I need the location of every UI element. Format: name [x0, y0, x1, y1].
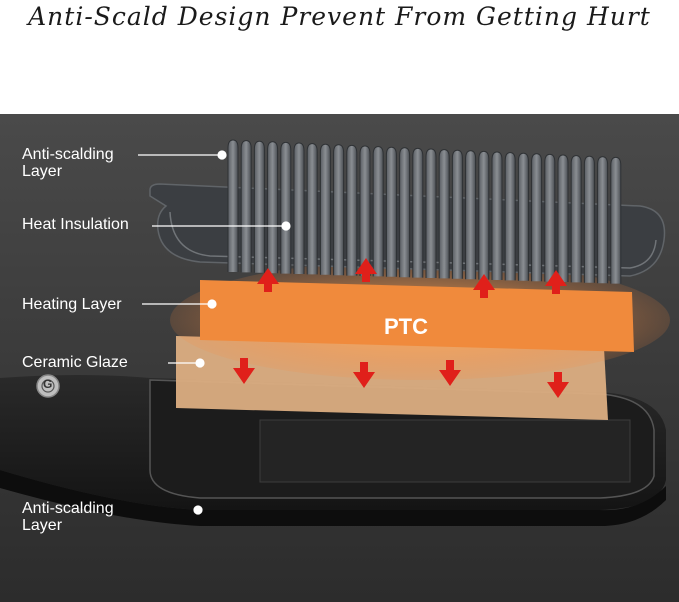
bristle — [399, 147, 411, 278]
bristle — [504, 152, 516, 281]
bristle — [491, 151, 503, 280]
heat-down-arrow — [353, 362, 375, 388]
heating-layer — [200, 280, 634, 352]
heat-up-arrows — [257, 258, 567, 298]
label-anti-scalding-top: Anti-scalding Layer — [22, 146, 114, 180]
heat-down-arrows — [233, 358, 569, 398]
label-anti-scalding-top-line1: Anti-scalding — [22, 146, 114, 163]
heat-down-arrow — [439, 360, 461, 386]
label-heating-layer: Heating Layer — [22, 296, 122, 313]
bristle — [478, 150, 490, 280]
bristle — [531, 153, 543, 282]
bristle — [359, 145, 371, 276]
headline: Anti-Scald Design Prevent From Getting H… — [28, 2, 651, 31]
bristle — [372, 146, 384, 277]
bristle — [306, 143, 318, 275]
bristle — [319, 143, 331, 275]
handle-button-glyph: G — [43, 377, 53, 391]
bristle — [517, 152, 529, 281]
bristle — [451, 149, 463, 279]
label-anti-scalding-bottom-line1: Anti-scalding — [22, 500, 114, 517]
bristle — [544, 153, 556, 282]
leader-lines — [138, 150, 291, 515]
bristle — [385, 146, 397, 277]
label-anti-scalding-bottom-line2: Layer — [22, 517, 63, 534]
bristle — [412, 147, 424, 278]
heat-up-arrow — [473, 274, 495, 298]
label-anti-scalding-bottom: Anti-scalding Layer — [22, 500, 114, 534]
bristle — [425, 148, 437, 278]
bristle — [557, 154, 569, 282]
bristle — [333, 144, 345, 276]
label-anti-scalding-top-line2: Layer — [22, 163, 63, 180]
bristle — [583, 155, 595, 283]
bristle — [346, 144, 358, 276]
bristle — [227, 139, 239, 272]
label-heat-insulation: Heat Insulation — [22, 216, 129, 233]
bristle — [240, 140, 252, 273]
heat-down-arrow — [547, 372, 569, 398]
heat-down-arrow — [233, 358, 255, 384]
bristle — [465, 150, 477, 280]
label-ceramic-glaze: Ceramic Glaze — [22, 354, 128, 371]
heat-up-arrow — [545, 270, 567, 294]
ptc-label: PTC — [384, 314, 428, 339]
bristle — [267, 141, 279, 274]
bristle — [438, 149, 450, 279]
bristle — [253, 140, 265, 273]
heat-up-arrow — [257, 268, 279, 292]
bristle — [597, 156, 609, 284]
bristle-comb — [227, 139, 622, 284]
heat-up-arrow — [355, 258, 377, 282]
bristle — [293, 142, 305, 274]
handle-button — [36, 374, 60, 398]
bristle — [610, 156, 622, 284]
bristle — [570, 155, 582, 283]
bristle — [280, 141, 292, 274]
